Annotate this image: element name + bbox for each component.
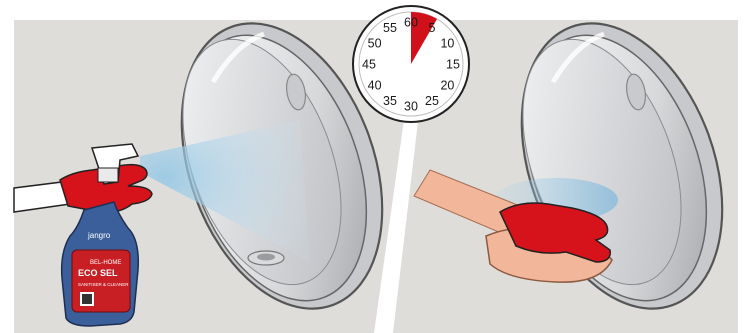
- clock-number-10: 10: [440, 37, 454, 51]
- clock-number-20: 20: [440, 79, 454, 93]
- clock-number-25: 25: [425, 94, 439, 108]
- bottle-product-line: BEL-HOME: [90, 260, 121, 266]
- bottle-brand: jangro: [87, 231, 111, 240]
- clock-number-60: 60: [404, 16, 418, 30]
- clock-number-15: 15: [446, 58, 460, 72]
- clock-number-45: 45: [362, 58, 376, 72]
- bottle-subtitle: SANITISER & CLEANER: [78, 282, 129, 287]
- clock-number-40: 40: [368, 79, 382, 93]
- clock-number-5: 5: [429, 21, 436, 35]
- bottle-product-name: ECO SEL: [78, 268, 118, 278]
- clock-number-35: 35: [383, 94, 397, 108]
- clock-number-30: 30: [404, 100, 418, 114]
- clock-number-50: 50: [368, 37, 382, 51]
- clock-number-55: 55: [383, 21, 397, 35]
